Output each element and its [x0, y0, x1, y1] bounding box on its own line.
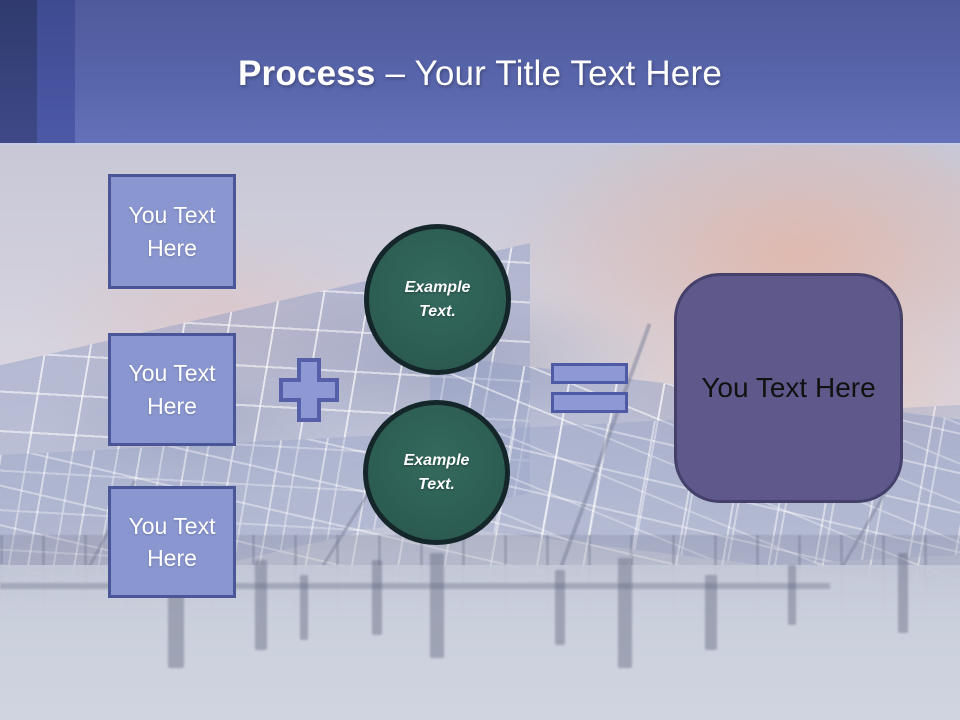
result-box-label: You Text Here: [701, 372, 876, 403]
text-placeholder-box-3[interactable]: You Text Here: [108, 486, 236, 598]
title-bold-text: Process: [237, 54, 376, 93]
example-circle-label: Example Text.: [404, 278, 471, 320]
equals-shape[interactable]: [551, 363, 628, 413]
equals-bar: [551, 392, 628, 413]
plus-shape[interactable]: [278, 357, 340, 423]
result-box[interactable]: You Text Here: [674, 273, 903, 503]
example-circle-1[interactable]: Example Text.: [364, 224, 511, 375]
text-placeholder-label: You Text Here: [128, 202, 216, 261]
water-post: [705, 575, 717, 650]
slide-title[interactable]: Process – Your Title Text Here: [0, 54, 960, 94]
walkway-rail: [0, 583, 830, 589]
water-post: [555, 570, 565, 645]
water-post: [898, 553, 908, 633]
example-circle-label: Example Text.: [403, 451, 470, 493]
text-placeholder-label: You Text Here: [128, 512, 216, 571]
text-placeholder-box-2[interactable]: You Text Here: [108, 333, 236, 446]
text-placeholder-label: You Text Here: [128, 360, 216, 419]
plus-icon: [279, 358, 339, 422]
water-post: [618, 558, 632, 668]
equals-bar: [551, 363, 628, 384]
accent-stripe-mid: [37, 0, 75, 143]
water-post: [255, 560, 267, 650]
title-regular-text: – Your Title Text Here: [385, 54, 722, 93]
example-circle-2[interactable]: Example Text.: [363, 400, 510, 545]
accent-stripe-dark: [0, 0, 37, 143]
water-post: [430, 553, 444, 658]
water-post: [372, 560, 382, 635]
water-post: [788, 565, 796, 625]
text-placeholder-box-1[interactable]: You Text Here: [108, 174, 236, 289]
water-post: [300, 575, 308, 640]
slide-header: [0, 0, 960, 145]
